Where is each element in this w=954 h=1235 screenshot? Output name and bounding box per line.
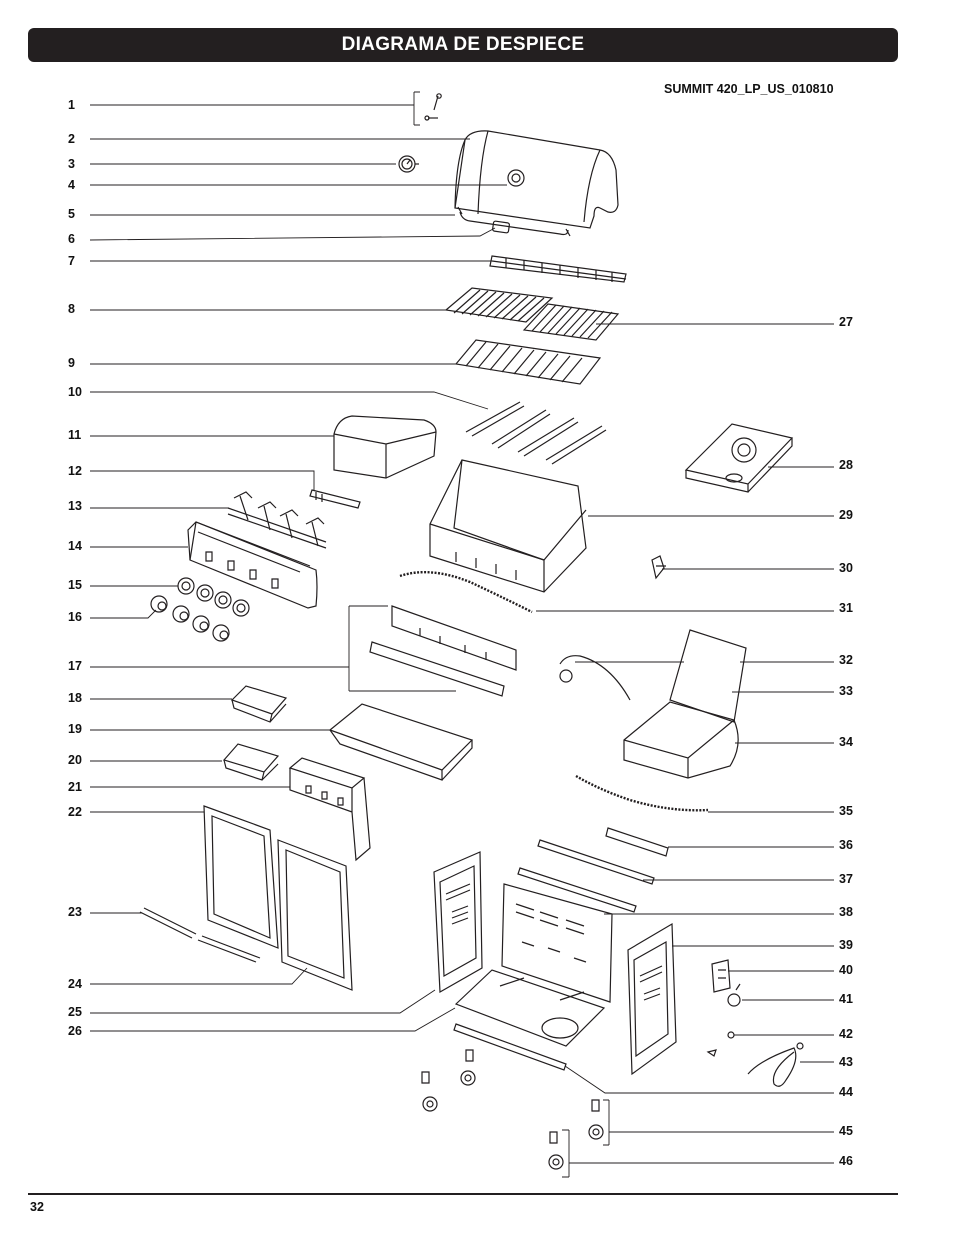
callout-22: 22 [68, 805, 82, 819]
part-bezels [178, 578, 249, 616]
part-hose-lower [576, 776, 708, 810]
callout-44: 44 [839, 1085, 853, 1099]
callout-28: 28 [839, 458, 853, 472]
callout-16: 16 [68, 610, 82, 624]
page-number: 32 [30, 1200, 44, 1214]
callout-31: 31 [839, 601, 853, 615]
model-code: SUMMIT 420_LP_US_010810 [664, 82, 834, 96]
callout-7: 7 [68, 254, 75, 268]
callout-46: 46 [839, 1154, 853, 1168]
callout-40: 40 [839, 963, 853, 977]
part-bracket [310, 490, 360, 508]
callout-4: 4 [68, 178, 75, 192]
part-regulator [560, 656, 630, 700]
leader-lines-left [90, 92, 507, 1031]
callout-6: 6 [68, 232, 75, 246]
part-panel-support [290, 758, 370, 860]
part-smoker-box [334, 416, 436, 478]
callout-17: 17 [68, 659, 82, 673]
callout-1: 1 [68, 98, 75, 112]
part-side-burner-lid [670, 630, 746, 722]
part-catch-pan-top [232, 686, 286, 722]
callout-23: 23 [68, 905, 82, 919]
part-casters [422, 1072, 563, 1169]
callout-12: 12 [68, 464, 82, 478]
callout-32: 32 [839, 653, 853, 667]
part-small-fastener [708, 1032, 734, 1056]
callout-5: 5 [68, 207, 75, 221]
page-title: DIAGRAMA DE DESPIECE [341, 34, 585, 55]
callout-30: 30 [839, 561, 853, 575]
part-thermometer [399, 156, 419, 172]
callout-27: 27 [839, 315, 853, 329]
callout-24: 24 [68, 977, 82, 991]
part-bottom-shelf [456, 970, 604, 1046]
part-control-panel [188, 522, 317, 608]
part-control-knobs [151, 596, 229, 641]
part-door-left [204, 806, 278, 948]
callout-42: 42 [839, 1027, 853, 1041]
part-cookbox [430, 460, 586, 592]
callout-8: 8 [68, 302, 75, 316]
part-door-handles [140, 908, 260, 962]
part-manifold-valves [228, 492, 326, 548]
callout-26: 26 [68, 1024, 82, 1038]
callout-43: 43 [839, 1055, 853, 1069]
callout-35: 35 [839, 804, 853, 818]
callout-14: 14 [68, 539, 82, 553]
part-igniter-clip [652, 556, 666, 578]
part-catch-pan-bottom [224, 744, 278, 780]
callout-3: 3 [68, 157, 75, 171]
callout-21: 21 [68, 780, 82, 794]
part-casters-locking [461, 1050, 603, 1139]
part-front-rail [454, 1024, 566, 1070]
callout-10: 10 [68, 385, 82, 399]
callout-29: 29 [839, 508, 853, 522]
callout-38: 38 [839, 905, 853, 919]
callout-37: 37 [839, 872, 853, 886]
callout-41: 41 [839, 992, 853, 1006]
callout-34: 34 [839, 735, 853, 749]
callout-36: 36 [839, 838, 853, 852]
part-heat-shield [370, 606, 516, 696]
part-door-right [278, 840, 352, 990]
callout-33: 33 [839, 684, 853, 698]
part-rail-37 [518, 840, 654, 912]
part-tool-hook [748, 1043, 803, 1086]
callout-45: 45 [839, 1124, 853, 1138]
part-warming-rack [490, 256, 626, 282]
part-cooking-grate-right [524, 304, 618, 340]
callout-2: 2 [68, 132, 75, 146]
callout-11: 11 [68, 428, 82, 442]
part-burner-tubes [466, 402, 606, 464]
part-lid [455, 131, 618, 236]
callout-19: 19 [68, 722, 82, 736]
part-side-burner [686, 424, 792, 492]
part-bottom-tray [330, 704, 472, 780]
part-igniter [712, 960, 730, 992]
callout-39: 39 [839, 938, 853, 952]
callout-15: 15 [68, 578, 82, 592]
part-igniter-button [728, 984, 740, 1006]
part-hose-upper [400, 572, 532, 612]
callout-25: 25 [68, 1005, 82, 1019]
part-screws [425, 94, 441, 120]
footer-rule [28, 1193, 898, 1195]
callout-20: 20 [68, 753, 82, 767]
part-side-burner-housing [624, 702, 738, 778]
leader-lines-right [536, 324, 834, 1177]
callout-13: 13 [68, 499, 82, 513]
callout-18: 18 [68, 691, 82, 705]
part-back-panel [502, 884, 612, 1002]
part-cooking-grate-left [446, 288, 552, 322]
part-cart-panel-left [434, 852, 482, 992]
part-rail-36 [606, 828, 668, 856]
part-flavorizer-bars [456, 340, 600, 384]
title-banner: DIAGRAMA DE DESPIECE [28, 28, 898, 62]
callout-9: 9 [68, 356, 75, 370]
part-cart-panel-right [628, 924, 676, 1074]
